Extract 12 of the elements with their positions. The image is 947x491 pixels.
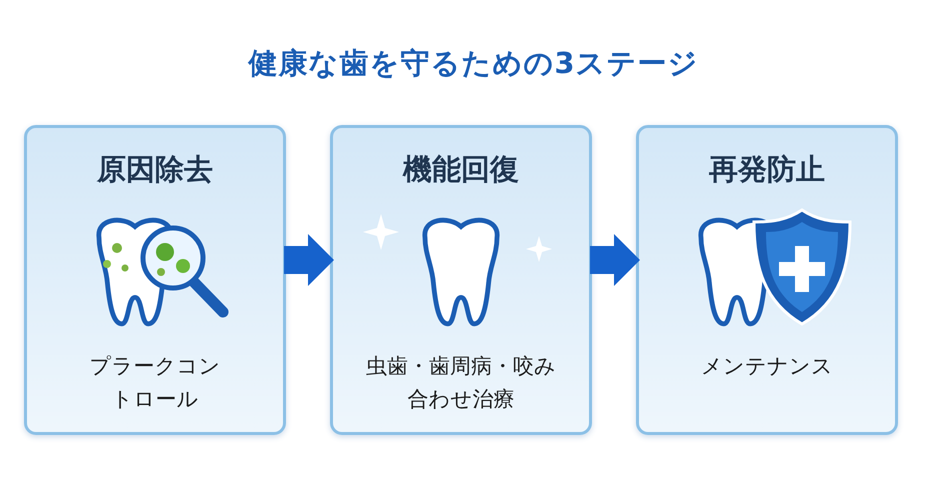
stage-description: プラークコントロール [88,353,222,413]
stage-panel [636,125,898,435]
stage-heading: 原因除去 [96,151,214,188]
block-arrow [284,234,334,286]
stage-panel [24,125,286,435]
title: 健康な歯を守るための3ステージ [246,45,700,82]
stage-panel [330,125,592,435]
stage-heading: 機能回復 [402,151,520,188]
stage-description: 虫歯・歯周病・咬み合わせ治療 [365,353,557,413]
block-arrow [590,234,640,286]
stage-description: メンテナンス [700,353,834,380]
stage-heading: 再発防止 [708,151,826,188]
